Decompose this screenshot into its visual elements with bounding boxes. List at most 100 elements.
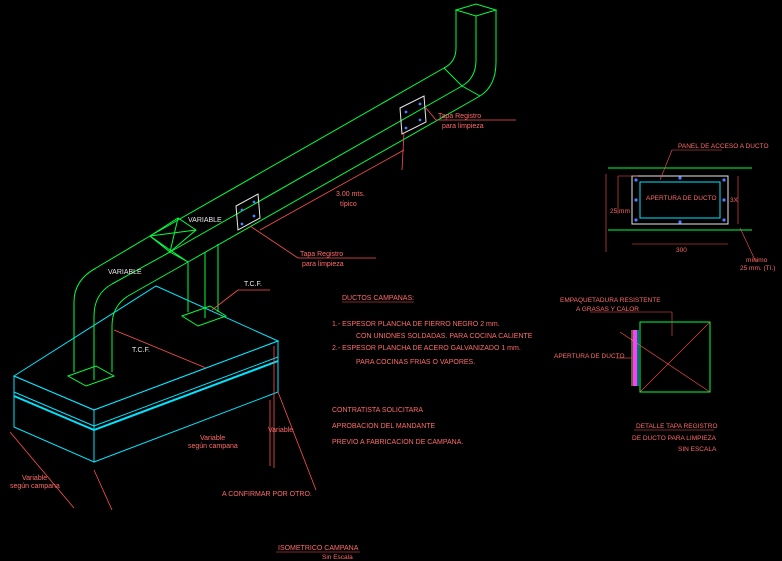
elbow-left [111,295,129,327]
elbow-top [479,61,497,97]
label-variable-bottom-b: según campana [10,483,60,490]
notes-line-6: APROBACION DEL MANDANTE [332,423,436,430]
branch-edge [127,261,189,297]
panel-label-min-b: 25 mm. (Tí.) [740,265,775,272]
branch-edge [111,251,171,285]
panel-detail: PANEL DE ACCESO A DUCTO 25 mm APERTURA D… [605,143,775,272]
notes-line-2: CON UNIONES SOLDADAS. PARA COCINA CALIEN… [356,333,533,340]
label-tapa-registro-1b: para limpieza [442,123,484,130]
duct-run-edge [169,85,463,253]
panel-label-bottom: 300 [676,247,687,254]
duct-run-edge [187,95,481,263]
label-variable-left: VARIABLE [108,269,142,276]
dim-line [9,431,75,509]
panel-bolt [722,178,726,182]
panel-bolt [404,110,408,114]
label-tcf-2: T.C.F. [132,347,150,354]
iso-leaders [9,107,516,511]
panel-dims [605,149,757,263]
branch-edge [95,235,151,269]
section-label-gasket-b: A GRASAS Y CALOR [576,306,639,313]
label-variable-segun-b: según campana [188,443,238,450]
panel-bolt [418,102,422,106]
duct-seam [443,67,463,87]
left-flange [66,365,116,387]
leader [425,107,437,121]
panel-bolt [240,222,244,226]
section-frame [639,321,711,393]
plinth-layer-line [93,356,279,427]
plinth-layer-line [13,391,95,427]
gasket [633,330,637,386]
leader [277,391,317,491]
iso-title: ISOMETRICO CAMPANA [278,545,359,552]
duct-seam [461,85,481,97]
section-label-gasket-a: EMPAQUETADURA RESISTENTE [560,297,661,304]
elbow-top [443,47,457,69]
duct-access-panel-lower [235,193,261,231]
notes-line-5: CONTRATISTA SOLICITARA [332,407,423,414]
duct-run-edge [149,67,445,237]
tee-diagonal [169,217,179,253]
panel-opening [639,181,721,219]
duct-system [66,3,498,387]
dim-line [259,149,405,231]
panel-bolt [678,220,682,224]
label-variable-bottom-a: Variable [22,475,47,482]
leader [211,289,239,311]
label-variable-segun-a: Variable [200,435,225,442]
panel-bolt [418,118,422,122]
notes-block: DUCTOS CAMPANAS: 1.- ESPESOR PLANCHA DE … [332,295,533,446]
panel-label-opening: APERTURA DE DUCTO [646,195,717,202]
duct-access-panel-upper [399,95,427,135]
plinth-layer-line [93,360,279,431]
section-title-a: DETALLE TAPA REGISTRO [636,423,718,430]
label-tapa-registro-2b: para limpieza [302,261,344,268]
elbow-left [73,267,97,303]
iso-subtitle: Sin Escala [322,554,353,561]
label-tapa-registro-1a: Tapa Registro [438,113,481,120]
label-tapa-registro-2a: Tapa Registro [300,251,343,258]
panel-bolt [634,218,638,222]
tee-diagonal [149,229,197,237]
notes-line-1: 1.- ESPESOR PLANCHA DE FIERRO NEGRO 2 mm… [332,321,500,328]
label-tcf-1: T.C.F. [244,281,262,288]
panel-outer [631,175,729,225]
panel-outline [399,95,427,135]
label-variable-vert: Variable [268,427,293,434]
section-detail: EMPAQUETADURA RESISTENTE A GRASAS Y CALO… [554,297,718,453]
panel-bolt [634,198,638,202]
panel-label-right: 3X [730,197,739,204]
dim [739,227,757,263]
panel-label-min-left: 25 mm [610,208,630,215]
section-title-b: DE DUCTO PARA LIMPIEZA [632,435,717,442]
elbow-top [461,59,477,87]
panel-bolt [678,176,682,180]
panel-bolt [404,126,408,130]
notes-line-3: 2.- ESPESOR PLANCHA DE ACERO GALVANIZADO… [332,345,521,352]
drop-flange [180,305,228,327]
elbow-left [93,283,113,317]
plinth-layer-line [13,395,95,431]
panel-bolt [722,218,726,222]
section-label-opening: APERTURA DE DUCTO [554,353,625,360]
section-title-c: SIN ESCALA [678,446,717,453]
label-confirmar: A CONFIRMAR POR OTRO. [222,491,312,498]
notes-line-4: PARA COCINAS FRIAS O VAPORES. [356,359,475,366]
notes-heading: DUCTOS CAMPANAS: [342,295,414,302]
dim-line [93,469,113,511]
panel-bolt [240,208,244,212]
panel-label-panel: PANEL DE ACCESO A DUCTO [678,143,769,150]
panel-bolt [722,198,726,202]
dim [659,149,673,181]
panel-bolt [252,214,256,218]
notes-line-7: PREVIO A FABRICACION DE CAMPANA. [332,439,463,446]
section-diag [639,321,711,393]
label-variable-top: VARIABLE [188,217,222,224]
panel-label-min-a: mínimo [746,257,768,264]
label-spacing-a: 3.00 mts. [336,191,365,198]
panel-outline [235,193,261,231]
leader [113,329,207,369]
